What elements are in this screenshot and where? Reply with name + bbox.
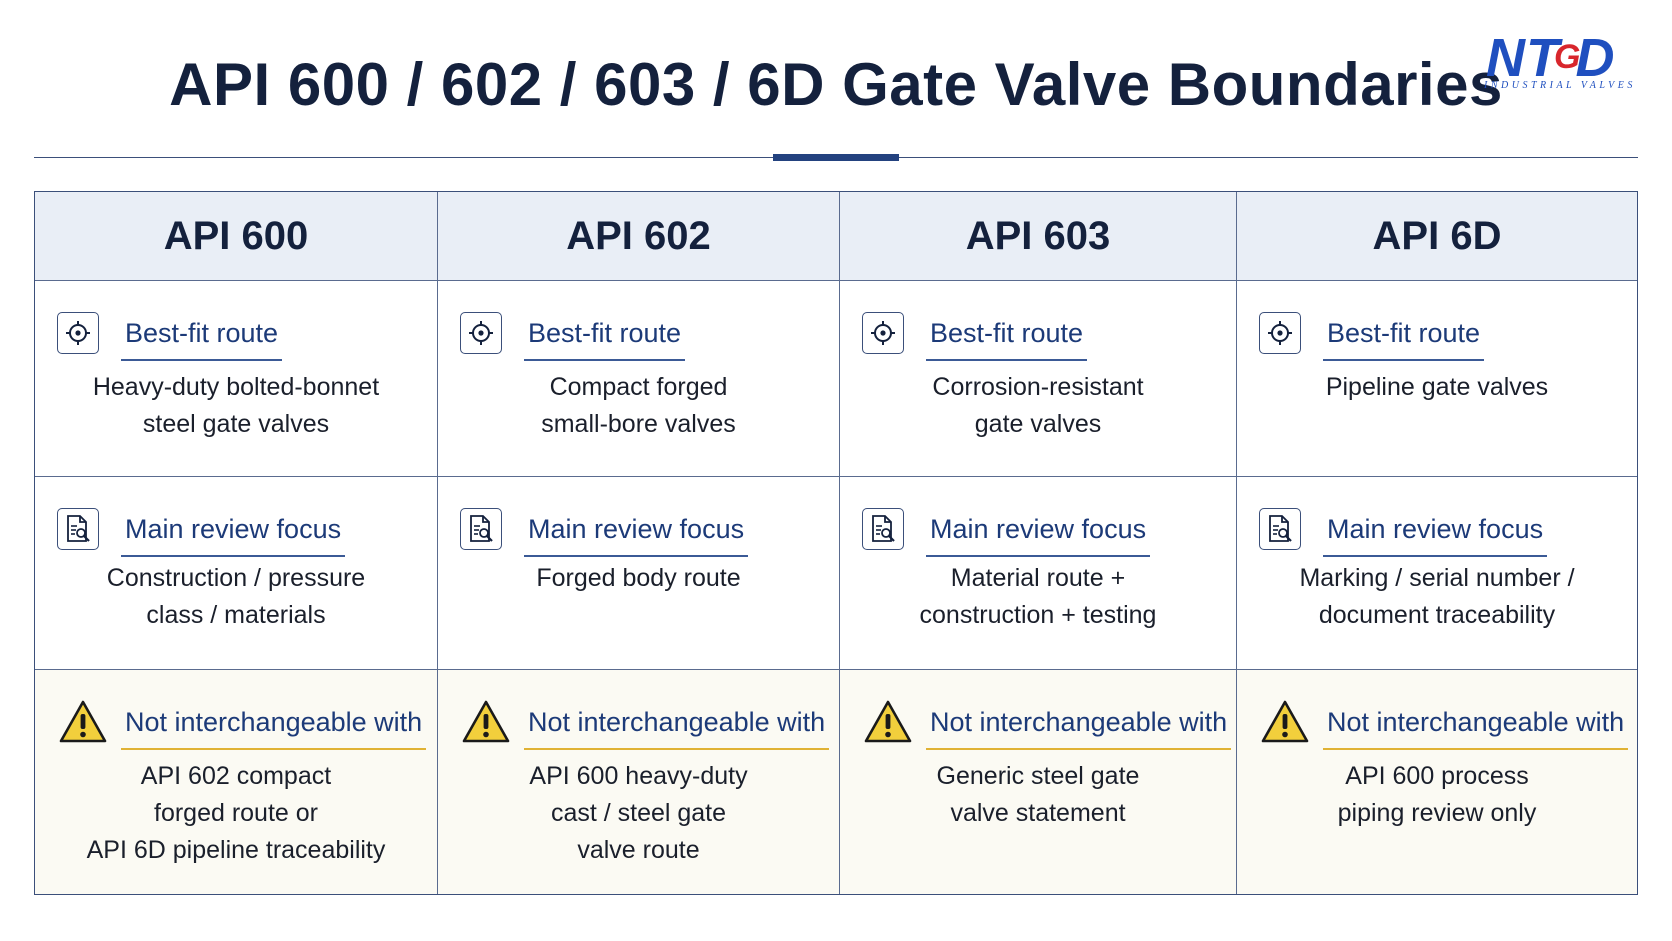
warn-text: API 602 compact forged route or API 6D pip… (45, 758, 427, 869)
section-label: Best-fit route (121, 318, 283, 361)
section-heading: Best-fit route (460, 307, 686, 361)
title-divider-accent (773, 154, 899, 161)
warning-triangle-icon (57, 698, 109, 746)
text-line: forged route or (154, 799, 318, 827)
section-heading: Not interchangeable with (57, 696, 427, 750)
document-search-icon (57, 508, 99, 550)
text-line: API 602 compact (140, 762, 332, 790)
section-label: Main review focus (926, 514, 1151, 557)
section-heading: Not interchangeable with (1259, 696, 1629, 750)
section-label: Best-fit route (1323, 318, 1485, 361)
section-label: Best-fit route (524, 318, 686, 361)
logo-subtitle: INDUSTRIAL VALVES (1484, 80, 1636, 91)
text-line: Pipeline gate valves (1325, 373, 1549, 401)
section-heading: Not interchangeable with (460, 696, 830, 750)
text-line: construction + testing (919, 601, 1157, 629)
column-header: API 603 (840, 192, 1237, 281)
page-title: API 600 / 602 / 603 / 6D Gate Valve Boun… (169, 51, 1503, 118)
text-line: Heavy-duty bolted-bonnet (92, 373, 380, 401)
crosshair-target-icon (862, 312, 904, 354)
section-label: Not interchangeable with (1323, 707, 1629, 750)
section-heading: Main review focus (862, 503, 1151, 557)
section-label: Not interchangeable with (524, 707, 830, 750)
section-label: Main review focus (524, 514, 749, 557)
fit-text: Pipeline gate valves (1247, 369, 1627, 406)
section-label: Main review focus (121, 514, 346, 557)
document-search-icon (1259, 508, 1301, 550)
text-line: Forged body route (536, 564, 741, 592)
warning-triangle-icon (1259, 698, 1311, 746)
fit-text: Heavy-duty bolted-bonnet steel gate valve… (45, 369, 427, 443)
document-search-icon (460, 508, 502, 550)
crosshair-target-icon (1259, 312, 1301, 354)
text-line: API 600 process (1345, 762, 1529, 790)
focus-text: Marking / serial number / document tracea… (1247, 560, 1627, 634)
section-heading: Not interchangeable with (862, 696, 1232, 750)
text-line: document traceability (1318, 601, 1556, 629)
text-line: Generic steel gate (936, 762, 1140, 790)
section-label: Not interchangeable with (926, 707, 1232, 750)
crosshair-target-icon (57, 312, 99, 354)
section-heading: Best-fit route (862, 307, 1088, 361)
text-line: valve route (577, 836, 700, 864)
crosshair-target-icon (460, 312, 502, 354)
column-header: API 602 (438, 192, 840, 281)
warn-text: API 600 process piping review only (1247, 758, 1627, 832)
text-line: steel gate valves (142, 410, 330, 438)
section-heading: Main review focus (460, 503, 749, 557)
focus-text: Construction / pressure class / materials (45, 560, 427, 634)
warn-text: API 600 heavy-duty cast / steel gate valve… (448, 758, 829, 869)
column-header: API 6D (1237, 192, 1637, 281)
text-line: piping review only (1337, 799, 1537, 827)
text-line: cast / steel gate (550, 799, 727, 827)
section-label: Not interchangeable with (121, 707, 427, 750)
section-label: Main review focus (1323, 514, 1548, 557)
company-logo: NTGD INDUSTRIAL VALVES (1480, 28, 1655, 92)
text-line: small-bore valves (541, 410, 736, 438)
warn-text: Generic steel gate valve statement (850, 758, 1226, 832)
text-line: Corrosion-resistant (932, 373, 1144, 401)
document-search-icon (862, 508, 904, 550)
text-line: Construction / pressure (106, 564, 366, 592)
warning-triangle-icon (862, 698, 914, 746)
text-line: valve statement (950, 799, 1126, 827)
fit-text: Corrosion-resistant gate valves (850, 369, 1226, 443)
text-line: class / materials (146, 601, 326, 629)
focus-text: Forged body route (448, 560, 829, 597)
text-line: Compact forged (549, 373, 728, 401)
section-heading: Best-fit route (1259, 307, 1485, 361)
section-heading: Main review focus (1259, 503, 1548, 557)
column-header: API 600 (35, 192, 438, 281)
logo-wordmark: NTGD (1486, 28, 1616, 88)
text-line: API 600 heavy-duty (529, 762, 748, 790)
text-line: Material route + (950, 564, 1126, 592)
section-label: Best-fit route (926, 318, 1088, 361)
warning-triangle-icon (460, 698, 512, 746)
focus-text: Material route + construction + testing (850, 560, 1226, 634)
text-line: API 6D pipeline traceability (86, 836, 386, 864)
text-line: Marking / serial number / (1299, 564, 1575, 592)
fit-text: Compact forged small-bore valves (448, 369, 829, 443)
text-line: gate valves (974, 410, 1102, 438)
section-heading: Best-fit route (57, 307, 283, 361)
section-heading: Main review focus (57, 503, 346, 557)
